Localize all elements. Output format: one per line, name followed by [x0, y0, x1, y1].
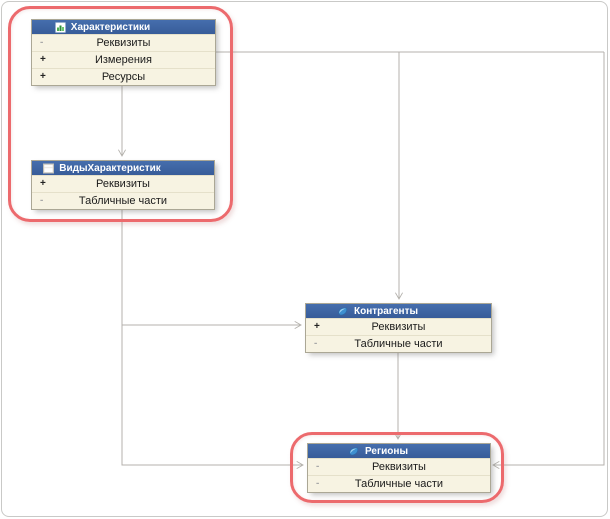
- catalog-leaf-icon: [348, 446, 360, 457]
- node-row-rekvizity[interactable]: + Реквизиты: [32, 175, 214, 192]
- node-row-tablichnye-chasti[interactable]: - Табличные части: [32, 192, 214, 209]
- node-row-rekvizity[interactable]: - Реквизиты: [308, 458, 490, 475]
- expand-toggle[interactable]: +: [40, 54, 46, 65]
- row-label: Реквизиты: [96, 37, 151, 49]
- node-header-vidykharakteristik[interactable]: ВидыХарактеристик: [32, 161, 214, 175]
- connector-vidy-to-regiony-left: [121, 208, 304, 469]
- node-header-kharakteristiki[interactable]: Характеристики: [32, 20, 215, 34]
- node-title: Контрагенты: [353, 305, 419, 317]
- expand-toggle[interactable]: +: [40, 178, 46, 189]
- collapse-toggle[interactable]: -: [316, 461, 320, 472]
- entity-node-kontragenty: Контрагенты + Реквизиты - Табличные част…: [305, 303, 492, 353]
- row-label: Измерения: [94, 54, 153, 66]
- node-header-regiony[interactable]: Регионы: [308, 444, 490, 458]
- node-row-rekvizity[interactable]: - Реквизиты: [32, 34, 215, 51]
- collapse-toggle[interactable]: -: [314, 338, 318, 349]
- node-title: Характеристики: [70, 21, 151, 33]
- row-label: Табличные части: [78, 195, 168, 207]
- row-label: Табличные части: [354, 338, 443, 350]
- node-title: Регионы: [365, 445, 408, 457]
- collapse-toggle[interactable]: -: [40, 37, 44, 48]
- document-chart-icon: [54, 21, 66, 33]
- node-row-izmereniya[interactable]: + Измерения: [32, 51, 215, 68]
- node-row-rekvizity[interactable]: + Реквизиты: [306, 318, 491, 335]
- catalog-leaf-icon: [337, 306, 349, 317]
- node-row-tablichnye-chasti[interactable]: - Табличные части: [306, 335, 491, 352]
- node-row-tablichnye-chasti[interactable]: - Табличные части: [308, 475, 490, 492]
- window-icon: [43, 163, 55, 174]
- node-header-kontragenty[interactable]: Контрагенты: [306, 304, 491, 318]
- row-label: Реквизиты: [371, 321, 426, 333]
- expand-toggle[interactable]: +: [314, 321, 320, 332]
- entity-node-vidykharakteristik: ВидыХарактеристик + Реквизиты - Табличны…: [31, 160, 215, 210]
- node-title: ВидыХарактеристик: [59, 162, 161, 174]
- row-label: Реквизиты: [96, 178, 150, 190]
- connector-to-regiony-right: [492, 52, 605, 469]
- entity-node-regiony: Регионы - Реквизиты - Табличные части: [307, 443, 491, 493]
- row-label: Табличные части: [354, 478, 444, 490]
- collapse-toggle[interactable]: -: [40, 195, 44, 206]
- entity-node-kharakteristiki: Характеристики - Реквизиты + Измерения +…: [31, 19, 216, 86]
- row-label: Реквизиты: [372, 461, 426, 473]
- expand-toggle[interactable]: +: [40, 71, 46, 82]
- row-label: Ресурсы: [101, 71, 146, 83]
- collapse-toggle[interactable]: -: [316, 478, 320, 489]
- node-row-resursy[interactable]: + Ресурсы: [32, 68, 215, 85]
